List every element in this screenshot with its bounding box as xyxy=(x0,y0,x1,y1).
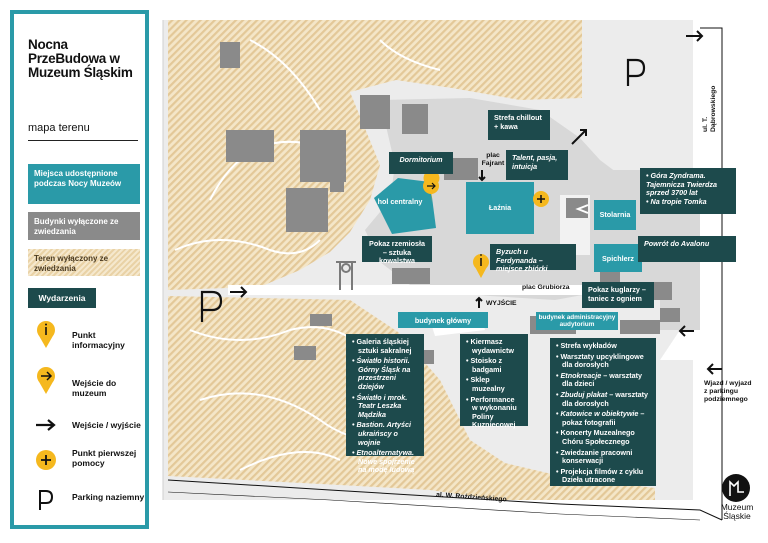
legend-panel: Nocna PrzeBudowa w Muzeum Śląskim mapa t… xyxy=(10,10,149,529)
event-item: • Warsztaty upcyklingowe dla dorosłych xyxy=(556,351,644,370)
parking-p-icon xyxy=(626,58,646,86)
entrance-pin-icon xyxy=(423,170,440,202)
event-item: • Etnokreacje – warsztaty dla dzieci xyxy=(556,370,643,389)
label-kuglarz: Pokaz kuglarzy – taniec z ogniem xyxy=(582,282,654,308)
label-budynek-admin: budynek administracyjny audytorium xyxy=(538,314,616,329)
event-item: • Zwiedzanie pracowni konserwacji xyxy=(556,447,633,466)
arrow-right-icon xyxy=(686,30,704,42)
laznia-building xyxy=(466,182,534,234)
label-wjazd: Wjazd / wyjazd z parkingu podziemnego xyxy=(704,380,752,403)
legend-parking: Parking naziemny xyxy=(72,492,145,502)
map-subtitle: mapa terenu xyxy=(28,122,90,134)
label-talent: Talent, pasja, intuicja xyxy=(506,150,568,180)
event-item: • Światło i mrok. Teatr Leszka Mądzika xyxy=(352,392,408,419)
legend-entry-exit: Wejście / wyjście xyxy=(72,420,141,430)
arrow-left-icon xyxy=(706,363,722,375)
museum-logo-text: Muzeum Śląskie xyxy=(720,502,754,521)
event-item: • Etnoalternatywa. Nowe spojrzenie na mo… xyxy=(352,448,415,475)
hol-centralny-building xyxy=(374,178,436,234)
stolarnia-building xyxy=(594,200,636,230)
parking-p-icon xyxy=(200,290,223,322)
first-aid-icon xyxy=(36,450,56,470)
first-aid-icon xyxy=(533,191,549,207)
arrow-left-icon xyxy=(678,325,694,337)
info-pin-icon xyxy=(473,254,489,278)
closed-area-north xyxy=(168,20,582,290)
event-item: • Bastion. Artyści ukraińscy o wojnie xyxy=(352,420,411,447)
label-tomek: • Na tropie Tomka xyxy=(646,196,707,206)
budynek-glowny-building xyxy=(398,312,488,328)
label-dormitorium: Dormitorium xyxy=(389,152,453,174)
legend-first-aid: Punkt pierwszej pomocy xyxy=(72,448,137,468)
label-hol-centralny: hol centralny xyxy=(377,197,423,206)
spichlerz-building xyxy=(594,244,642,272)
label-rzemioslo: Pokaz rzemiosła – sztuka kowalstwa xyxy=(362,236,432,265)
label-plac-fajrant: plac Fajrant xyxy=(481,152,505,167)
entry-arrows xyxy=(230,30,722,375)
label-wyjscie: WYJŚCIE xyxy=(486,300,517,307)
arrow-up-right-icon xyxy=(571,129,587,145)
event-item: • Katowice w obiektywie – pokaz fotograf… xyxy=(556,409,645,427)
events-main-building-2: • Kiermasz wydawnictw• Stoisko z badgami… xyxy=(460,334,528,429)
label-laznia: Łaźnia xyxy=(488,203,512,212)
legend-closed-area: Teren wyłączony ze zwiedzania xyxy=(28,249,140,276)
event-item: • Sklep muzealny xyxy=(466,375,505,393)
event-item: • Koncerty Muzealnego Chóru Społecznego xyxy=(556,428,635,446)
label-spichlerz: Spichlerz xyxy=(602,254,634,263)
label-avalon: Powrót do Avalonu xyxy=(638,236,736,262)
museum-logo-icon xyxy=(722,474,750,502)
label-gora-tomek: • Góra Zyndrama. Tajemnicza Twierdza spr… xyxy=(640,168,736,214)
parking-p-icon xyxy=(39,490,54,510)
legend-closed-buildings: Budynki wyłączone ze zwiedzania xyxy=(28,212,140,240)
label-byzuch-text: Byzuch u Ferdynanda – miejsce zbiórki xyxy=(496,247,548,274)
label-budynek-glowny: budynek główny xyxy=(414,316,472,325)
entrance-pin-icon xyxy=(37,367,55,394)
event-item: • Projekcja filmów z cyklu Dzieła utraco… xyxy=(556,466,644,485)
budynek-admin-building xyxy=(536,312,618,330)
legend-info-point: Punkt informacyjny xyxy=(72,330,125,350)
events-main-building: • Galeria śląskiej sztuki sakralnej• Świ… xyxy=(346,334,424,474)
event-item: • Performance w wykonaniu Poliny Kuzniec… xyxy=(466,394,517,430)
label-gora: • Góra Zyndrama. Tajemnicza Twierdza spr… xyxy=(646,171,717,198)
label-dabrowskiego: ul. T. Dąbrowskiego xyxy=(702,85,717,132)
event-item: • Galeria śląskiej sztuki sakralnej xyxy=(352,337,412,355)
arrow-up-icon xyxy=(475,296,483,308)
events-admin-building: • Strefa wykładów• Warsztaty upcyklingow… xyxy=(550,338,656,486)
event-item: • Zbuduj plakat – warsztaty dla dorosłyc… xyxy=(556,389,648,408)
arrow-right-icon xyxy=(36,419,56,431)
divider xyxy=(28,140,138,141)
event-item: • Strefa wykładów xyxy=(556,341,617,350)
arrow-down-icon xyxy=(478,170,486,182)
legend-museum-entrance: Wejście do muzeum xyxy=(72,378,117,398)
label-chillout: Strefa chillout + kawa xyxy=(488,110,550,140)
event-item: • Światło historii. Górny Śląsk na przes… xyxy=(352,356,411,391)
label-byzuch: Byzuch u Ferdynanda – miejsce zbiórki xyxy=(490,244,576,274)
event-item: • Kiermasz wydawnictw xyxy=(466,337,514,355)
shaft-tower-icon xyxy=(336,261,356,290)
arrow-right-icon xyxy=(230,286,248,298)
event-item: • Stoisko z badgami xyxy=(466,356,503,374)
label-plac-grubiorza: plac Grubiorza xyxy=(522,284,570,291)
legend-events: Wydarzenia xyxy=(28,288,96,308)
label-stolarnia: Stolarnia xyxy=(599,210,631,219)
map-title: Nocna PrzeBudowa w Muzeum Śląskim xyxy=(28,37,133,80)
info-pin-icon xyxy=(37,321,55,348)
legend-open-buildings: Miejsca udostępnione podczas Nocy Muzeów xyxy=(28,164,140,204)
